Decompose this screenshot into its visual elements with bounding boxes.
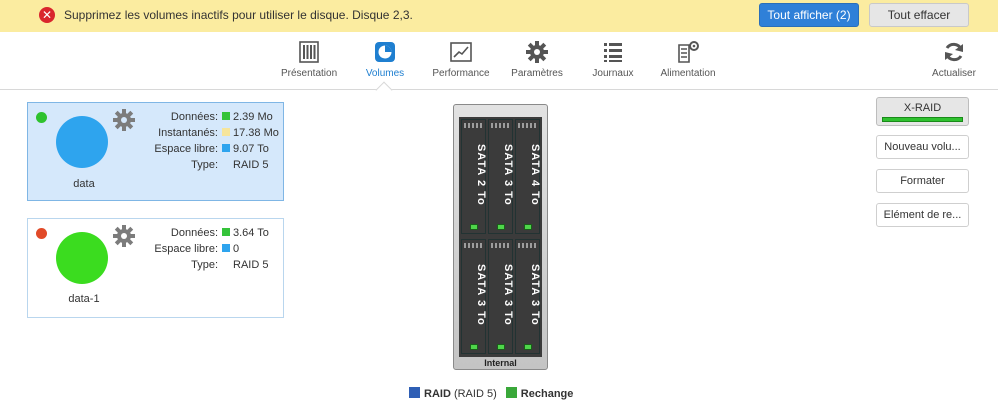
error-icon: ✕ (39, 7, 55, 23)
tab-parametres-label: Paramètres (511, 68, 563, 79)
volume-status-dot (36, 228, 47, 239)
tab-presentation-label: Présentation (281, 68, 338, 79)
xraid-status-bar (882, 117, 963, 122)
overview-icon (299, 41, 319, 63)
disk-led (497, 224, 505, 230)
stat-row: Données:2.39 Mo (170, 111, 273, 123)
format-button[interactable]: Formater (876, 169, 969, 193)
disk-led (470, 344, 478, 350)
legend-raid-label: RAID (424, 388, 451, 400)
logs-icon (604, 43, 622, 62)
legend-raid-detail: (RAID 5) (453, 388, 497, 400)
refresh-icon (945, 42, 963, 62)
disk-bay-2[interactable]: SATA 3 To (488, 119, 514, 234)
disk-led (497, 344, 505, 350)
volume-usage-pie (56, 232, 108, 284)
stat-row: Type:RAID 5 (191, 259, 269, 271)
disk-bay-4[interactable]: SATA 3 To (461, 239, 487, 354)
tab-journaux[interactable]: Journaux (591, 40, 635, 79)
stat-swatch (222, 144, 230, 152)
stat-swatch (222, 128, 230, 136)
xraid-button[interactable]: X-RAID (876, 97, 969, 126)
enclosure-label: Internal (484, 358, 517, 368)
stat-swatch (222, 112, 230, 120)
stat-row: Instantanés:17.38 Mo (158, 127, 279, 139)
disk-led (524, 344, 532, 350)
tab-performance-label: Performance (432, 68, 490, 79)
xraid-label: X-RAID (903, 102, 942, 114)
banner-message: Supprimez les volumes inactifs pour util… (64, 8, 413, 22)
clear-all-button[interactable]: Tout effacer (869, 3, 969, 27)
stat-swatch (222, 244, 230, 252)
stat-row: Espace libre:0 (154, 243, 240, 255)
disk-enclosure: SATA 2 To SATA 3 To SATA 4 To SATA 3 To … (453, 104, 548, 370)
volume-card-data[interactable]: data Données:2.39 Mo Instantanés:17.38 M… (27, 102, 284, 201)
volume-status-dot (36, 112, 47, 123)
tab-alimentation[interactable]: Alimentation (659, 40, 717, 79)
volume-settings-gear-icon[interactable] (112, 224, 136, 248)
element-button[interactable]: Elément de re... (876, 203, 969, 227)
volume-name: data (73, 178, 95, 190)
tab-performance[interactable]: Performance (431, 40, 491, 79)
notification-banner: ✕ Supprimez les volumes inactifs pour ut… (0, 0, 998, 32)
bay-area: SATA 2 To SATA 3 To SATA 4 To SATA 3 To … (459, 117, 542, 357)
volume-card-data-1[interactable]: data-1 Données:3.64 To Espace libre:0 Ty… (27, 218, 284, 318)
refresh-label: Actualiser (932, 68, 976, 79)
raid-legend: RAID (RAID 5) Rechange (409, 387, 573, 400)
volume-stats: Données:2.39 Mo Instantanés:17.38 Mo Esp… (138, 109, 279, 173)
volumes-icon (375, 42, 395, 62)
show-all-button[interactable]: Tout afficher (2) (759, 3, 859, 27)
tab-parametres[interactable]: Paramètres (510, 40, 564, 79)
spare-swatch (505, 387, 517, 398)
stat-row: Données:3.64 To (170, 227, 269, 239)
volume-name: data-1 (68, 293, 100, 305)
refresh-button[interactable]: Actualiser (929, 40, 979, 79)
disk-bay-5[interactable]: SATA 3 To (488, 239, 514, 354)
disk-led (470, 224, 478, 230)
tab-volumes-label: Volumes (365, 68, 405, 79)
disk-bay-3[interactable]: SATA 4 To (515, 119, 541, 234)
disk-bay-6[interactable]: SATA 3 To (515, 239, 541, 354)
power-icon (678, 41, 699, 63)
gear-icon (526, 41, 548, 63)
stat-row: Type:RAID 5 (191, 159, 269, 171)
volume-settings-gear-icon[interactable] (112, 108, 136, 132)
volume-stats: Données:3.64 To Espace libre:0 Type:RAID… (138, 225, 269, 273)
tab-presentation[interactable]: Présentation (281, 40, 337, 79)
tab-volumes[interactable]: Volumes (364, 40, 406, 79)
active-tab-caret (375, 81, 393, 99)
stat-swatch (222, 228, 230, 236)
nav-divider (0, 89, 998, 90)
legend-spare-label: Rechange (520, 388, 574, 400)
stat-row: Espace libre:9.07 To (154, 143, 269, 155)
performance-icon (450, 42, 472, 62)
raid-swatch (409, 387, 420, 398)
disk-led (524, 224, 532, 230)
new-volume-button[interactable]: Nouveau volu... (876, 135, 969, 159)
disk-bay-1[interactable]: SATA 2 To (461, 119, 487, 234)
volume-usage-pie (56, 116, 108, 168)
tab-alimentation-label: Alimentation (660, 68, 716, 79)
tab-journaux-label: Journaux (592, 68, 634, 79)
